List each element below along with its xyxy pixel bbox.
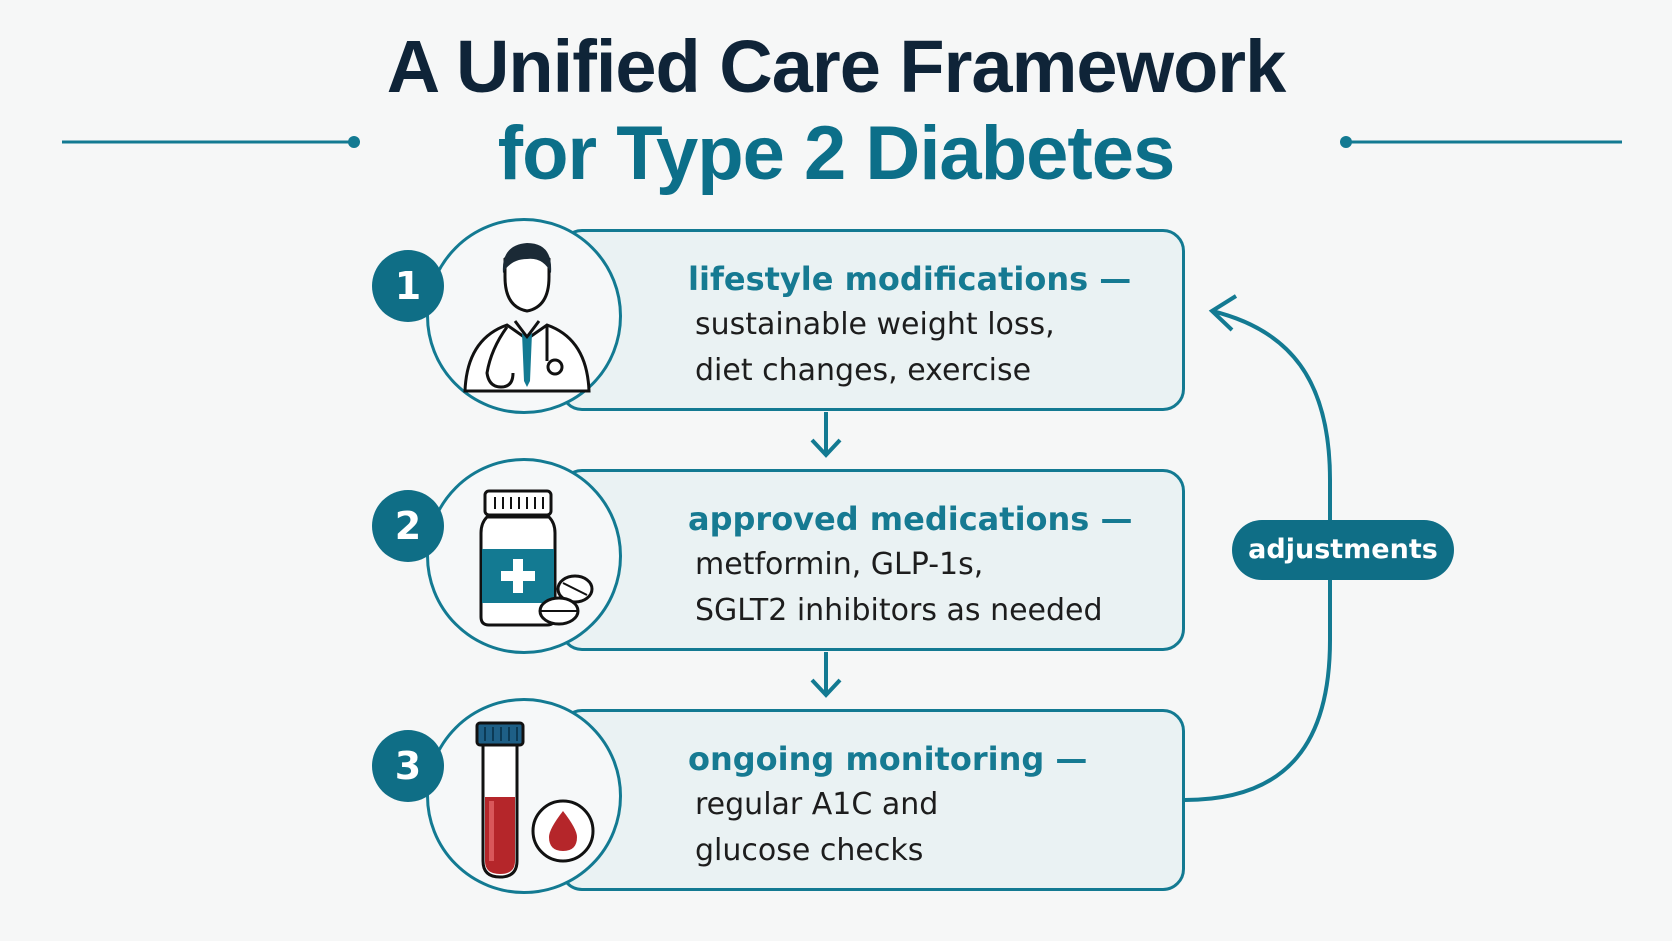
step-heading: ongoing monitoring — bbox=[688, 740, 1088, 778]
step-description: metformin, GLP-1s, SGLT2 inhibitors as n… bbox=[695, 542, 1103, 634]
feedback-loop-arrow bbox=[1184, 294, 1332, 802]
down-arrow-1 bbox=[810, 412, 842, 458]
page-subtitle: for Type 2 Diabetes bbox=[497, 111, 1175, 196]
page-title: A Unified Care Framework bbox=[386, 25, 1287, 108]
step-number-badge: 3 bbox=[372, 730, 444, 802]
step-description-line: glucose checks bbox=[695, 833, 924, 868]
step-number-badge: 2 bbox=[372, 490, 444, 562]
adjustments-badge: adjustments bbox=[1232, 520, 1454, 580]
title-rule-right bbox=[1340, 136, 1622, 148]
step-description: regular A1C and glucose checks bbox=[695, 782, 938, 874]
step-description-line: sustainable weight loss, bbox=[695, 307, 1055, 342]
step-heading: lifestyle modifications — bbox=[688, 260, 1132, 298]
doctor-icon bbox=[426, 218, 622, 414]
title-rule-left bbox=[62, 136, 360, 148]
step-description-line: diet changes, exercise bbox=[695, 353, 1032, 388]
step-number-badge: 1 bbox=[372, 250, 444, 322]
down-arrow-2 bbox=[810, 652, 842, 698]
medication-bottle-icon bbox=[426, 458, 622, 654]
step-card-1: lifestyle modifications — sustainable we… bbox=[560, 229, 1185, 411]
step-card-3: ongoing monitoring — regular A1C and glu… bbox=[560, 709, 1185, 891]
step-description-line: SGLT2 inhibitors as needed bbox=[695, 593, 1103, 628]
step-description-line: regular A1C and bbox=[695, 787, 939, 822]
step-heading: approved medications — bbox=[688, 500, 1133, 538]
step-description: sustainable weight loss, diet changes, e… bbox=[695, 302, 1055, 394]
blood-test-tube-icon bbox=[426, 698, 622, 894]
step-description-line: metformin, GLP-1s, bbox=[695, 547, 984, 582]
step-card-2: approved medications — metformin, GLP-1s… bbox=[560, 469, 1185, 651]
